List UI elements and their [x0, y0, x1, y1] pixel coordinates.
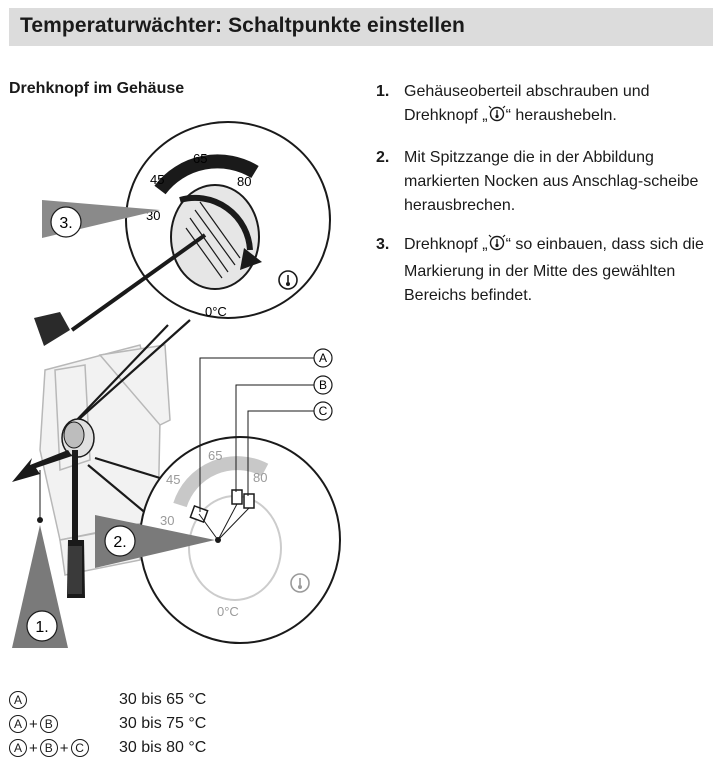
thermostat-knob-icon: [488, 105, 506, 131]
legend-range: 30 bis 80 °C: [119, 739, 207, 756]
section-subheading: Drehknopf im Gehäuse: [9, 80, 185, 97]
marker-B: B: [39, 715, 58, 733]
legend-row: A+B+C 30 bis 80 °C: [9, 736, 206, 760]
dial-bottom-tick-45: 45: [166, 472, 180, 487]
legend-range: 30 bis 65 °C: [119, 691, 207, 708]
step-label-1: 1.: [35, 619, 48, 636]
callout-leaders: [199, 357, 314, 512]
step-label-2: 2.: [113, 534, 126, 551]
step-number: 3.: [376, 236, 390, 253]
step-pointer-1: 1.: [12, 470, 68, 648]
dial-bottom-tick-30: 30: [160, 513, 174, 528]
instruction-figure: 65 45 80 30 0°C 65 45 80 30 0°C: [0, 120, 350, 660]
step-pointer-3: 3.: [42, 200, 160, 238]
dial-top-tick-65: 65: [193, 151, 207, 166]
thermostat-knob-icon: [290, 573, 310, 593]
step-text-after: “ heraushebeln.: [505, 107, 617, 124]
step-number: 1.: [376, 83, 390, 100]
legend-markers: A: [9, 691, 119, 709]
step-text: Mit Spitzzange die in der Abbildung mark…: [404, 149, 699, 214]
dial-bottom-tick-65: 65: [208, 448, 222, 463]
marker-C: C: [70, 739, 89, 757]
plus-sign: +: [29, 715, 38, 733]
step-pointer-2: 2.: [95, 515, 215, 568]
callout-C: C: [313, 401, 333, 421]
header-bar: [9, 8, 713, 46]
dial-bottom: 65 45 80 30 0°C: [139, 436, 341, 644]
svg-text:A: A: [319, 351, 327, 365]
legend-range: 30 bis 75 °C: [119, 715, 207, 732]
callout-A: A: [313, 348, 333, 368]
range-legend: A 30 bis 65 °C A+B 30 bis 75 °C A+B+C 30…: [9, 688, 206, 760]
screwdriver-lower: [67, 450, 85, 598]
step-label-3: 3.: [59, 215, 72, 232]
dial-top: 65 45 80 30 0°C: [125, 121, 331, 319]
step-2: 2. Mit Spitzzange die in der Abbildung m…: [376, 146, 716, 218]
housing-knob: [61, 418, 95, 458]
plus-sign: +: [59, 739, 69, 757]
svg-text:B: B: [319, 378, 327, 392]
thermostat-knob-icon: [488, 234, 506, 260]
plus-sign: +: [29, 739, 38, 757]
legend-row: A 30 bis 65 °C: [9, 688, 206, 712]
marker-B: B: [39, 739, 58, 757]
instruction-steps: 1. Gehäuseoberteil abschrauben und Drehk…: [376, 80, 716, 323]
step-text-after: “ so einbauen, dass sich die Markierung …: [404, 236, 704, 304]
dial-top-tick-45: 45: [150, 172, 164, 187]
legend-markers: A+B: [9, 715, 119, 733]
dial-bottom-tick-0: 0°C: [217, 604, 239, 619]
marker-A: A: [9, 691, 27, 709]
callout-B: B: [313, 375, 333, 395]
pull-arrow: [12, 450, 72, 482]
thermostat-knob-icon: [278, 270, 298, 290]
step-number: 2.: [376, 149, 390, 166]
marker-A: A: [9, 739, 27, 757]
step-1: 1. Gehäuseoberteil abschrauben und Drehk…: [376, 80, 716, 131]
dial-bottom-tick-80: 80: [253, 470, 267, 485]
svg-text:C: C: [319, 404, 328, 418]
figure-illustration: 65 45 80 30 0°C 65 45 80 30 0°C: [12, 121, 341, 648]
zoom-lines: [71, 319, 191, 516]
dial-top-tick-80: 80: [237, 174, 251, 189]
screwdriver-upper: [34, 233, 207, 346]
marker-A: A: [9, 715, 27, 733]
page-title: Temperaturwächter: Schaltpunkte einstell…: [20, 14, 465, 37]
dial-top-tick-0: 0°C: [205, 304, 227, 319]
legend-markers: A+B+C: [9, 739, 119, 757]
step-3: 3. Drehknopf „“ so einbauen, dass sich d…: [376, 233, 716, 308]
step-text-before: Gehäuseoberteil abschrauben und Drehknop…: [404, 83, 650, 124]
step-text-before: Drehknopf „: [404, 236, 488, 253]
legend-row: A+B 30 bis 75 °C: [9, 712, 206, 736]
